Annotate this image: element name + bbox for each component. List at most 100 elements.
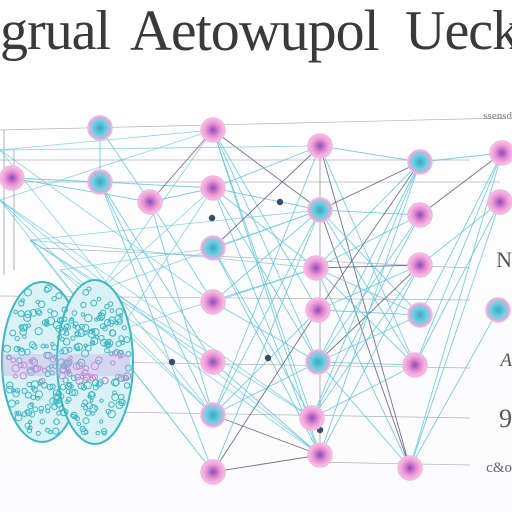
connection-line [0,145,321,151]
connection-line [0,129,214,151]
connection-line [212,209,321,303]
connection-line [212,454,321,473]
brain-texture [52,320,62,330]
brain-texture [55,325,63,333]
brain-texture [65,366,70,371]
brain-texture [90,411,95,416]
connection-line [419,201,501,266]
brain-texture [29,402,35,407]
connection-line [317,161,421,363]
brain-texture [35,430,41,436]
brain-texture [20,361,28,369]
brain-texture [108,401,115,408]
brain-texture [14,413,23,422]
connection-line [319,145,411,469]
brain-texture [52,354,58,360]
brain-texture [60,408,69,417]
connection-line [212,209,321,473]
brain-texture [120,340,125,346]
brain-texture [57,334,62,340]
brain-texture [45,366,51,372]
guide-line [109,411,471,419]
brain-texture [52,427,60,435]
connection-line [414,152,503,366]
brain-texture [55,292,63,300]
brain-texture [13,345,20,353]
brain-texture [49,370,55,376]
network-node [200,459,226,485]
brain-texture [61,346,69,355]
connection-line [212,129,321,211]
brain-texture [104,303,110,310]
brain-texture [86,402,94,410]
network-node [200,175,226,201]
brain-texture [93,406,99,411]
title-right: Ueck [405,0,512,62]
brain-texture [117,374,125,382]
connection-line [212,361,321,456]
connection-line [212,309,319,473]
connection-line [212,247,313,419]
brain-texture [83,365,90,372]
brain-texture [26,381,33,388]
connection-line [119,187,214,331]
connection-line [315,267,421,316]
brain-texture [90,299,98,307]
side-label-bottom: c&o [486,460,512,476]
brain-texture [18,348,26,357]
brain-texture [37,300,46,309]
brain-texture [28,341,36,349]
connection-line [409,201,501,469]
brain-texture [79,425,87,433]
brain-texture [68,355,73,360]
connection-line [29,239,313,419]
brain-texture [15,410,22,417]
brain-texture [81,349,89,358]
brain-texture [13,309,18,315]
network-node [307,442,333,468]
connection-line [99,181,214,363]
connection-line [317,214,421,363]
brain-texture [22,334,27,339]
brain-texture [77,358,86,367]
brain-icon [1,279,134,445]
network-node [487,189,512,215]
connection-line [317,361,411,469]
connection-line [212,414,321,456]
brain-texture [96,315,102,321]
brain-texture [26,427,33,434]
brain-texture [6,355,12,360]
brain-texture [30,394,36,401]
brain-texture [104,318,112,327]
guide-line [309,461,471,466]
brain-texture [23,313,32,322]
brain-texture [76,421,82,427]
network-node [402,352,428,378]
connection-line [0,149,214,303]
network-node [87,169,113,195]
connection-line [419,152,503,163]
brain-texture [118,398,125,405]
brain-texture [71,310,78,316]
brain-texture [39,409,44,414]
brain-texture [102,325,108,332]
brain-texture [67,371,73,377]
brain-texture [35,390,43,399]
brain-texture [9,329,17,337]
brain-texture [5,385,14,394]
brain-texture [90,362,100,371]
brain-texture [45,404,51,410]
network-node [407,149,433,175]
brain-texture [86,286,92,292]
connection-line [315,267,411,469]
brain-texture [24,409,30,415]
connection-line [212,301,319,363]
brain-texture [107,409,116,419]
connection-line [149,129,214,203]
brain-texture [38,405,45,412]
network-node [407,302,433,328]
brain-texture [34,308,42,315]
side-label-a: A [500,350,512,371]
